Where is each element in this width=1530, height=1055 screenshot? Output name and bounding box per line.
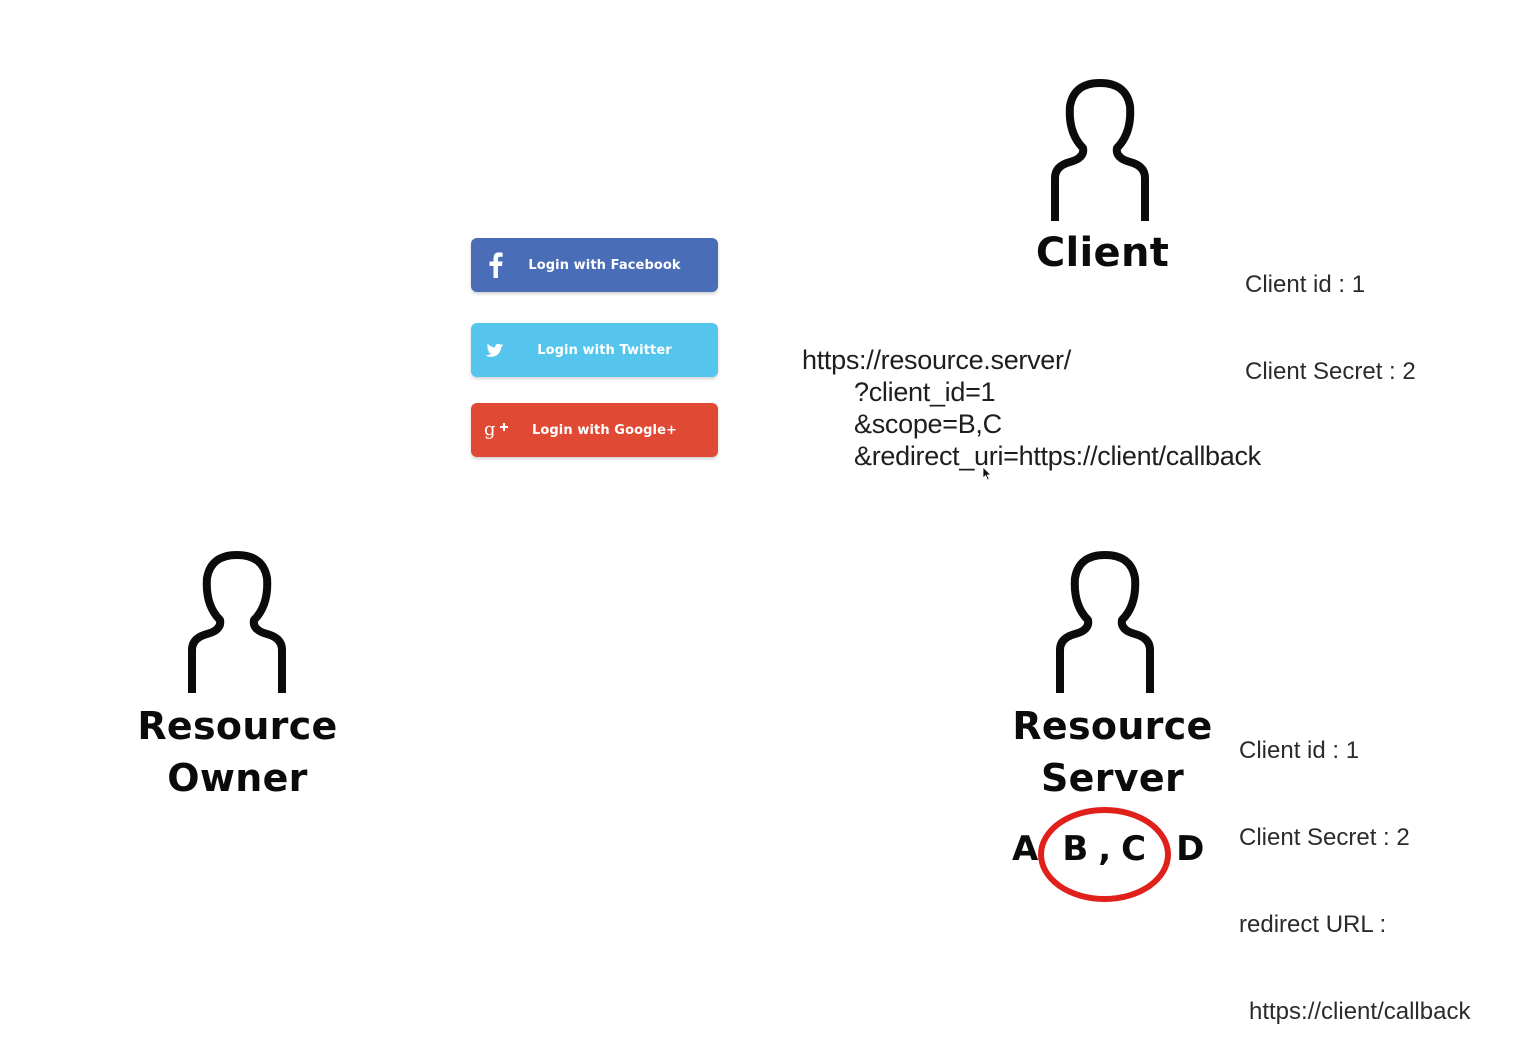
login-facebook-button[interactable]: Login with Facebook xyxy=(471,238,718,292)
authorization-request-url: https://resource.server/ ?client_id=1 &s… xyxy=(802,344,1261,472)
client-id-text: Client id : 1 xyxy=(1245,271,1366,298)
mouse-cursor-icon xyxy=(982,466,992,482)
client-person-icon xyxy=(1040,78,1160,228)
facebook-icon xyxy=(471,238,521,292)
server-client-secret-text: Client Secret : 2 xyxy=(1239,824,1410,851)
login-facebook-label: Login with Facebook xyxy=(528,257,681,273)
resource-server-registration: Client id : 1 Client Secret : 2 redirect… xyxy=(1239,678,1470,1055)
server-redirect-value: https://client/callback xyxy=(1249,998,1471,1025)
resource-owner-person-icon xyxy=(177,550,297,700)
client-label: Client xyxy=(1035,230,1170,276)
url-base: https://resource.server/ xyxy=(802,345,1071,375)
login-google-button[interactable]: g Login with Google+ xyxy=(471,403,718,457)
scope-list: A B , C D xyxy=(1012,807,1205,902)
client-secret-text: Client Secret : 2 xyxy=(1245,358,1416,385)
scope-d: D xyxy=(1176,829,1205,869)
url-client-id-param: ?client_id=1 xyxy=(854,377,996,407)
twitter-icon xyxy=(471,323,521,377)
url-redirect-param: &redirect_uri=https://client/callback xyxy=(854,441,1261,471)
login-twitter-button[interactable]: Login with Twitter xyxy=(471,323,718,377)
login-google-label: Login with Google+ xyxy=(531,422,678,438)
server-redirect-label: redirect URL : xyxy=(1239,911,1387,938)
resource-owner-label: Resource Owner xyxy=(110,700,365,805)
resource-server-label: Resource Server xyxy=(990,700,1235,805)
url-scope-param: &scope=B,C xyxy=(854,409,1002,439)
svg-text:g: g xyxy=(484,419,496,440)
resource-server-person-icon xyxy=(1045,550,1165,700)
selected-scopes: B , C xyxy=(1038,807,1172,902)
resource-owner-label-line2: Owner xyxy=(167,756,308,801)
client-credentials: Client id : 1 Client Secret : 2 xyxy=(1245,212,1416,415)
login-twitter-label: Login with Twitter xyxy=(537,342,672,358)
server-client-id-text: Client id : 1 xyxy=(1239,737,1360,764)
resource-server-label-line2: Server xyxy=(1041,756,1184,801)
resource-owner-label-line1: Resource xyxy=(137,704,338,748)
google-plus-icon: g xyxy=(471,403,521,457)
resource-server-label-line1: Resource xyxy=(1012,704,1213,748)
scope-highlight-circle xyxy=(1038,807,1172,902)
scope-a: A xyxy=(1012,829,1039,869)
